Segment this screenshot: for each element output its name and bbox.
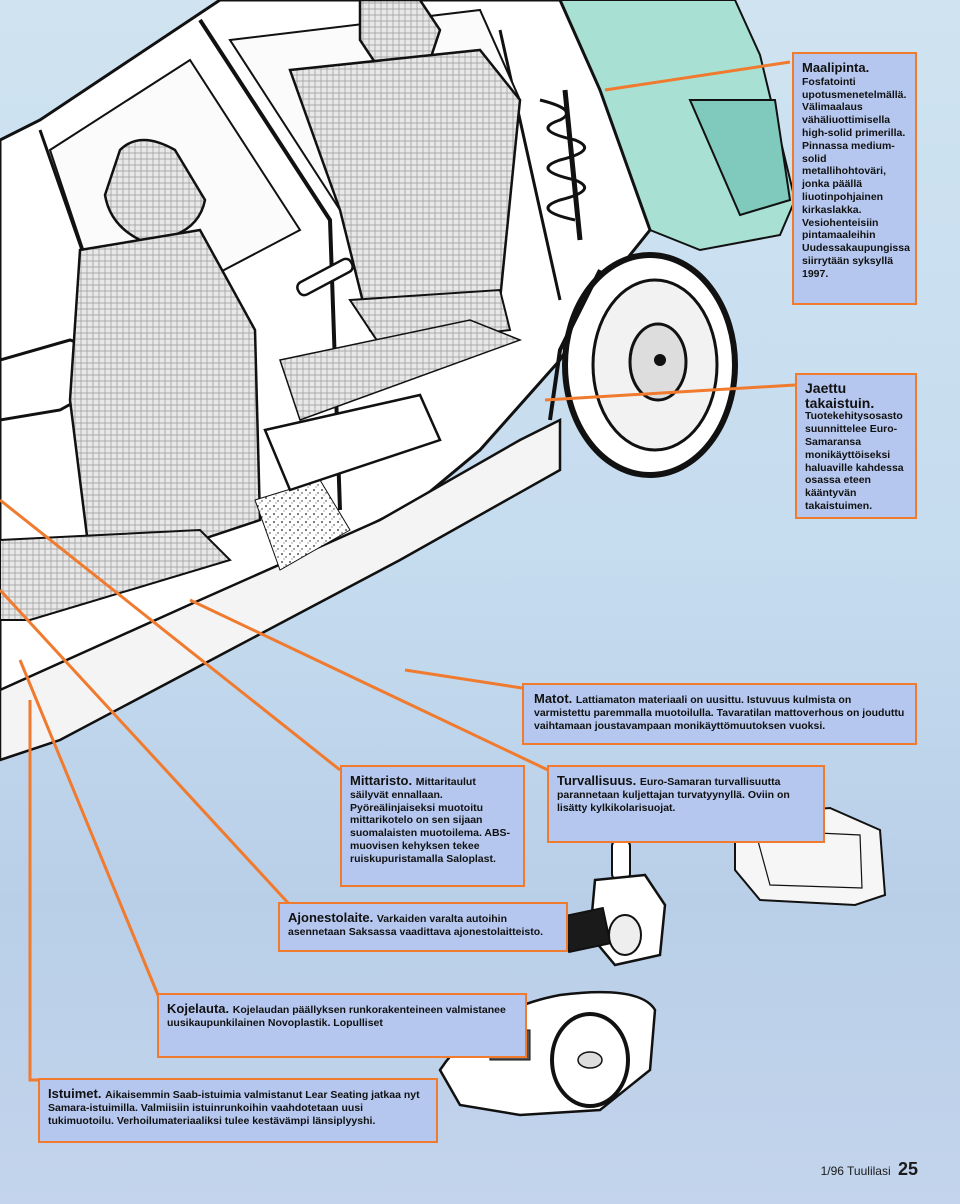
callout-body: Varkaiden varalta autoihin asennetaan Sa… (288, 913, 544, 938)
page-number: 25 (897, 1159, 918, 1179)
page-footer: 1/96 Tuulilasi 25 (821, 1159, 918, 1180)
rear-wheel (548, 252, 738, 478)
leader-lines (0, 60, 796, 1082)
callout-title: Jaettu takaistuin. (805, 380, 875, 411)
callout-body: Lattiamaton materiaali on uusittu. Istuv… (534, 694, 905, 732)
rear-spring (539, 89, 587, 241)
callout-title: Mittaristo. (350, 773, 416, 788)
callout-turvallisuus: Turvallisuus. Euro-Samaran turvallisuutt… (547, 765, 825, 843)
callout-title: Istuimet. (48, 1086, 106, 1101)
callout-title: Ajonestolaite. (288, 910, 377, 925)
cargo-tray (263, 393, 442, 492)
magazine-name: Tuulilasi (847, 1164, 891, 1178)
floor-mat (279, 319, 523, 421)
callout-istuimet: Istuimet. Aikaisemmin Saab-istuimia valm… (38, 1078, 438, 1143)
front-seat (0, 138, 262, 621)
callout-title: Matot. (534, 691, 576, 706)
callout-body: Mittaritaulut säilyvät ennallaan. Pyöreä… (350, 776, 511, 865)
callout-title: Kojelauta. (167, 1001, 233, 1016)
callout-mittaristo: Mittaristo. Mittaritaulut säilyvät ennal… (340, 765, 525, 887)
callout-body: Aikaisemmin Saab-istuimia valmistanut Le… (48, 1089, 420, 1127)
callout-body: Tuotekehitysosasto suunnittelee Euro-Sam… (805, 410, 904, 512)
callout-ajonestolaite: Ajonestolaite. Varkaiden varalta autoihi… (278, 902, 568, 952)
callout-kojelauta: Kojelauta. Kojelaudan päällyksen runkora… (157, 993, 527, 1058)
immobilizer-illustration (560, 839, 667, 967)
callout-body: Fosfatointi upotusmenetelmällä. Välimaal… (802, 75, 910, 280)
callout-body: Kojelaudan päällyksen runkorakenteineen … (167, 1004, 506, 1029)
issue-number: 1/96 (820, 1164, 844, 1178)
callout-maalipinta: Maalipinta. Fosfatointi upotusmenetelmäl… (792, 52, 917, 305)
callout-title: Maalipinta. (802, 60, 870, 75)
callout-body: Euro-Samaran turvallisuutta parannetaan … (557, 776, 790, 814)
callout-matot: Matot. Lattiamaton materiaali on uusittu… (522, 683, 917, 745)
callout-takaistuin: Jaettu takaistuin. Tuotekehitysosasto su… (795, 373, 917, 519)
callout-title: Turvallisuus. (557, 773, 640, 788)
